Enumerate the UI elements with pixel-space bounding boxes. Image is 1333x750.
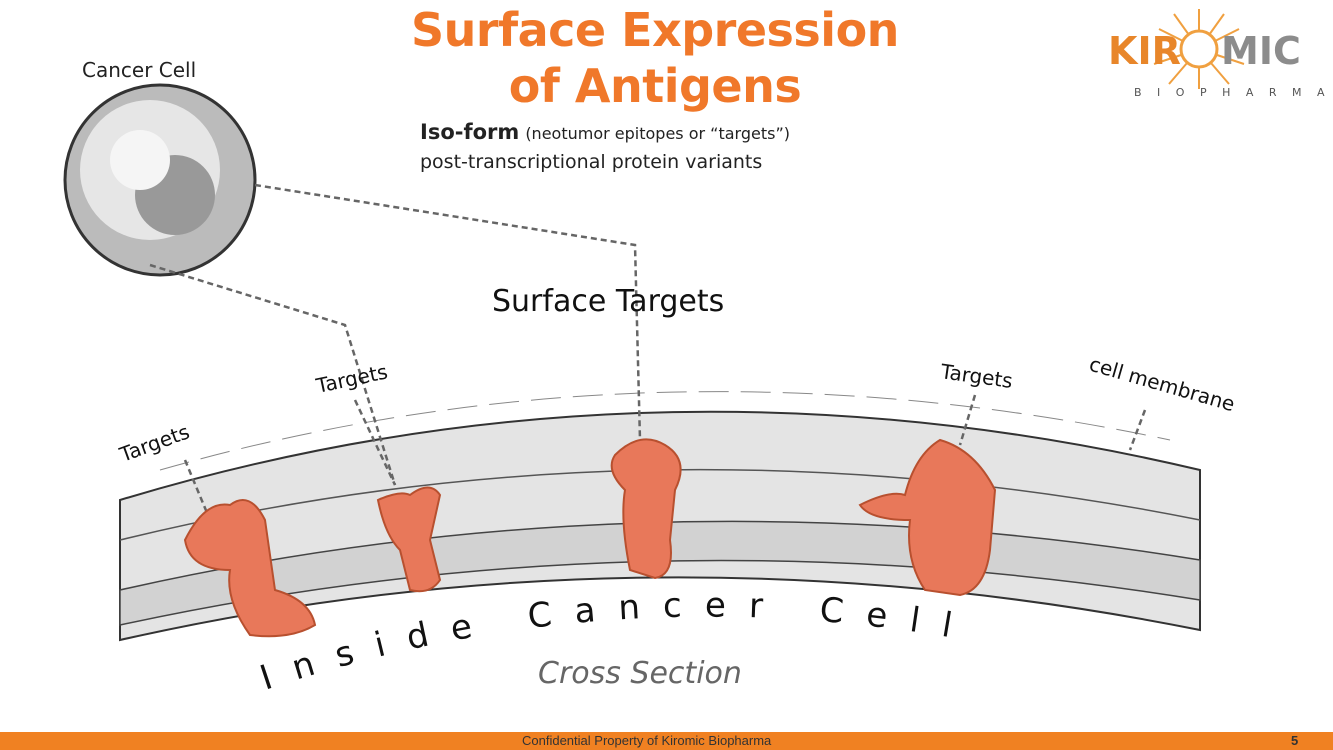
logo-tagline: B I O P H A R M A	[1134, 86, 1329, 99]
title-line-1: Surface Expression	[411, 3, 899, 57]
target-protein-2	[376, 486, 442, 593]
subtitle-paren: (neotumor epitopes or “targets”)	[525, 124, 790, 143]
targets-label-middle: Targets	[313, 359, 390, 398]
subtitle-bold: Iso-form	[420, 120, 520, 144]
surface-targets-label: Surface Targets	[492, 284, 725, 319]
title-line-2: of Antigens	[508, 59, 802, 113]
cell-membrane-label: cell membrane	[1087, 352, 1238, 416]
subtitle: Iso-form (neotumor epitopes or “targets”…	[420, 118, 790, 176]
footer-text: Confidential Property of Kiromic Biophar…	[522, 733, 772, 748]
cross-section-label: Cross Section	[538, 656, 742, 691]
target-proteins	[183, 438, 997, 638]
target-protein-1	[183, 499, 317, 638]
sun-icon: KIR MIC B I O P H A R M A	[1108, 9, 1329, 99]
cancer-cell-label: Cancer Cell	[82, 58, 197, 82]
cancer-cell-image	[63, 83, 257, 277]
targets-label-left: Targets	[116, 419, 193, 467]
targets-label-right: Targets	[938, 359, 1014, 393]
svg-text:MIC: MIC	[1221, 29, 1301, 73]
membrane-texture	[159, 391, 1171, 471]
kiromic-logo: KIR MIC B I O P H A R M A	[1104, 4, 1329, 104]
leader-lines	[149, 183, 1147, 521]
target-protein-4	[858, 438, 997, 597]
target-protein-3	[610, 438, 682, 580]
svg-text:KIR: KIR	[1108, 29, 1181, 73]
footer-bar: Confidential Property of Kiromic Biophar…	[0, 732, 1333, 750]
page-number: 5	[1291, 733, 1299, 748]
subtitle-line-2: post-transcriptional protein variants	[420, 151, 763, 173]
page-title: Surface Expression of Antigens	[340, 2, 970, 114]
